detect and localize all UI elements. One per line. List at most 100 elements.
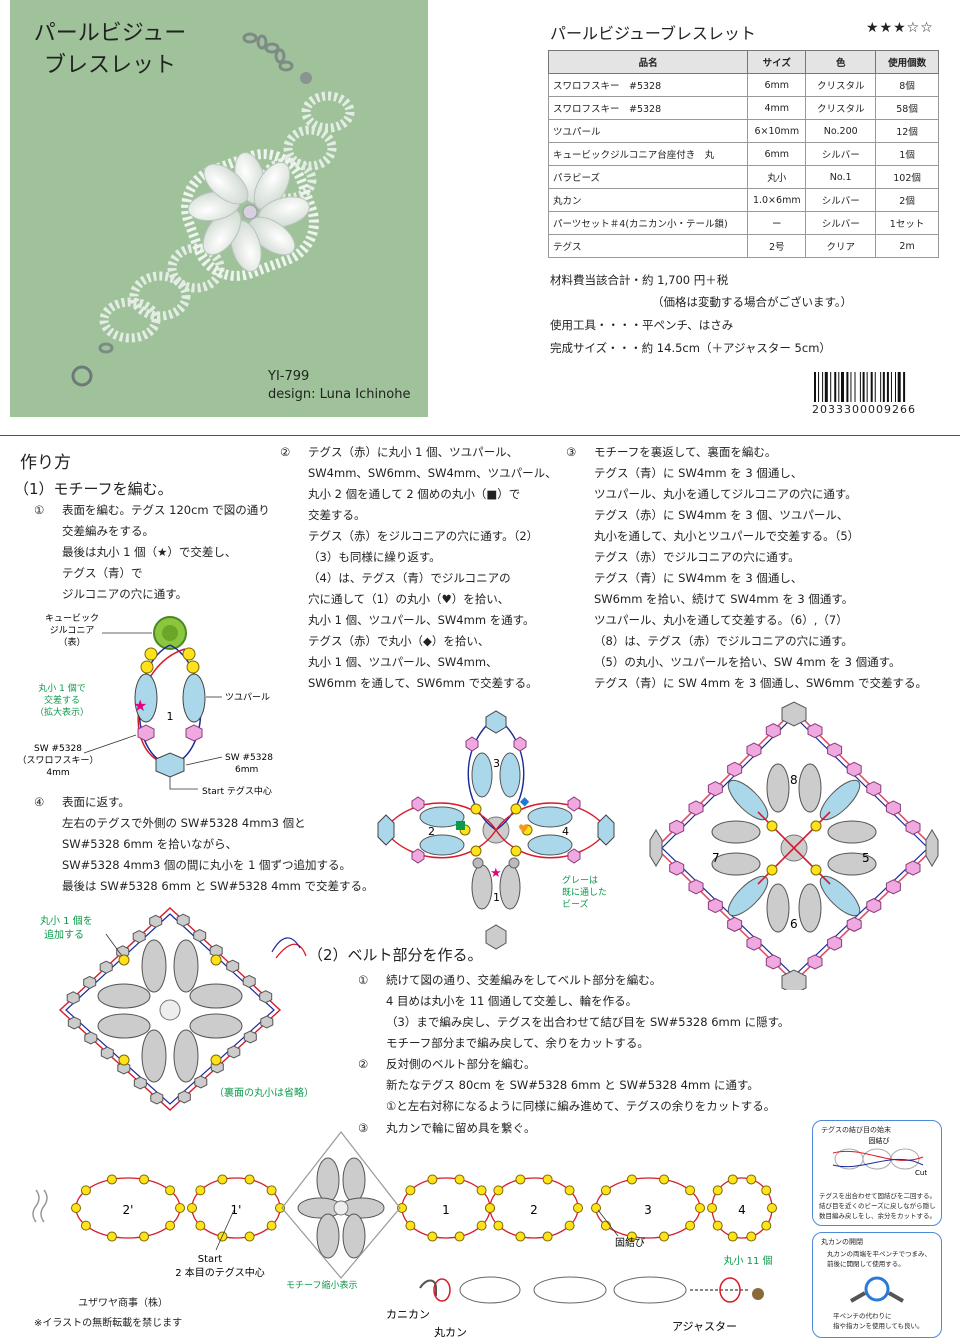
tip-ring-line: 平ペンチの代わりに bbox=[833, 1312, 892, 1320]
label-zirconia2: ジルコニア bbox=[50, 626, 95, 636]
cell-qty: 2m bbox=[875, 234, 939, 258]
step2-line: テグス（赤）に丸小 1 個、ツユパール、 bbox=[308, 445, 519, 459]
cell-size: 6mm bbox=[747, 73, 807, 97]
clasp-diagram: カニカン 丸カン アジャスター bbox=[386, 1276, 764, 1339]
label-zirconia: キュービック bbox=[45, 613, 99, 624]
belt-step1-text: 続けて図の通り、交差編みをしてベルト部分を編む。 4 目めは丸小を 11 個通し… bbox=[386, 970, 789, 1054]
adjuster-label: アジャスター bbox=[672, 1320, 737, 1333]
tip-knot-box: テグスの結び目の始末 固結び Cut テグスを出合わせて固結びを二回する。 結び… bbox=[812, 1120, 942, 1226]
cell-size: 2号 bbox=[747, 234, 807, 258]
step2-line: テグス（赤）をジルコニアの穴に通す。（2） bbox=[308, 529, 539, 543]
bracelet-photo-illustration bbox=[71, 32, 355, 387]
header-qty: 使用個数 bbox=[875, 50, 939, 74]
cell-color: クリア bbox=[805, 234, 877, 258]
step2-number: ② bbox=[280, 445, 291, 459]
step4-line: 表面に返す。 bbox=[62, 795, 130, 809]
diagram-step3: 8 7 5 6 bbox=[649, 701, 939, 990]
step2-line: （3）も同様に繰り返す。 bbox=[308, 550, 441, 564]
add-note1: 丸小 1 個を bbox=[40, 914, 93, 927]
cell-qty: 58個 bbox=[875, 96, 939, 120]
barcode-number: 2033300009266 bbox=[812, 403, 916, 416]
cell-item: ツユパール bbox=[547, 119, 749, 143]
belt-step1-line: モチーフ部分まで編み戻して、余りをカットする。 bbox=[386, 1036, 649, 1050]
tip-ring-line: 前後に開閉して使用する。 bbox=[827, 1260, 905, 1268]
knot-illustration: 固結び Cut bbox=[832, 1136, 927, 1177]
diamond-marker: ◆ bbox=[520, 794, 530, 808]
belt-loop-label: 1' bbox=[231, 1203, 242, 1217]
label-cross-note2: 交差する bbox=[44, 694, 80, 706]
cell-color: No.1 bbox=[805, 165, 877, 189]
label-sw-left3: 4mm bbox=[46, 768, 69, 778]
belt-loop-label: 2 bbox=[530, 1203, 538, 1217]
cell-color: シルバー bbox=[805, 188, 877, 212]
loop-number-2: 2 bbox=[428, 825, 435, 838]
designer-credit: design: Luna Ichinohe bbox=[268, 387, 411, 402]
tsuyu-pearl-left bbox=[134, 673, 158, 723]
loop-number: 1 bbox=[167, 710, 174, 723]
belt-step3-text: 丸カンで輪に留め具を繋ぐ。 bbox=[386, 1121, 536, 1135]
tip-knot-line: テグスを出合わせて固結びを二回する。 bbox=[819, 1192, 936, 1200]
step3-line: （8）は、テグス（赤）でジルコニアの穴に通す。 bbox=[594, 634, 853, 648]
belt-loop-label: 2' bbox=[123, 1203, 134, 1217]
gray-note1: グレーは bbox=[562, 874, 598, 886]
step3-line: テグス（青）に SW4mm を 3 個通し、 bbox=[594, 466, 803, 480]
step2-line: 交差する。 bbox=[308, 508, 366, 522]
cell-color: クリスタル bbox=[805, 73, 877, 97]
belt-step2-line: ①と左右対称になるように同様に編み進めて、テグスの余りをカットする。 bbox=[386, 1099, 776, 1113]
belt-step1-line: 4 目めは丸小を 11 個通して交差し、輪を作る。 bbox=[386, 994, 638, 1008]
step3-line: ツユパール、丸小を通してジルコニアの穴に通す。 bbox=[594, 487, 857, 501]
belt-start-label2: 2 本目のテグス中心 bbox=[175, 1266, 265, 1279]
header-color: 色 bbox=[805, 50, 877, 74]
cell-size: 1.0×6mm bbox=[747, 188, 807, 212]
step3-number: ③ bbox=[566, 445, 577, 459]
step2-line: （4）は、テグス（青）でジルコニアの bbox=[308, 571, 511, 585]
step3-line: SW6mm を拾い、続けて SW4mm を 3 個通す。 bbox=[594, 592, 854, 606]
copyright-notice: ※イラストの無断転載を禁じます bbox=[34, 1318, 183, 1329]
loop-number-4: 4 bbox=[562, 825, 569, 838]
tip-ring-text-top: 丸カンの両端を平ペンチでつまみ、 前後に開閉して使用する。 bbox=[827, 1249, 931, 1269]
photo-title-line1: パールビジュー bbox=[33, 21, 187, 46]
loop-number-8: 8 bbox=[790, 773, 798, 787]
materials-header-row: 品名 サイズ 色 使用個数 bbox=[547, 50, 939, 74]
tip-knot-line: 結び目を近くのビーズに戻しながら隠し bbox=[819, 1202, 936, 1210]
step4-line: SW#5328 4mm3 個の間に丸小を 1 個ずつ追加する。 bbox=[62, 858, 352, 872]
step1-line: 表面を編む。テグス 120cm で図の通り bbox=[62, 503, 270, 517]
step4-number: ④ bbox=[34, 795, 45, 809]
cost-note: （価格は変動する場合がございます。） bbox=[652, 295, 853, 309]
tools: 使用工具・・・・平ペンチ、はさみ bbox=[550, 318, 734, 332]
belt-loop-label: 3 bbox=[644, 1203, 652, 1217]
tip-knot-line: 数目編み戻しをし、余分をカットする。 bbox=[819, 1212, 936, 1220]
photo-title: パールビジュー ブレスレット bbox=[10, 18, 210, 82]
step1-number: ① bbox=[34, 503, 45, 517]
tip-ring-text-bottom: 平ペンチの代わりに 指や指カンを使用しても良い。 bbox=[833, 1311, 923, 1331]
sw6mm-start bbox=[155, 752, 185, 778]
step2-line: SW6mm を通して、SW6mm で交差する。 bbox=[308, 676, 538, 690]
step3-line: （5）の丸小、ツユパールを拾い、SW 4mm を 3 個通す。 bbox=[594, 655, 901, 669]
step2-line: 丸小 2 個を通して 2 個めの丸小（■）で bbox=[308, 487, 521, 501]
cell-size: ー bbox=[747, 211, 807, 235]
belt-start-label: Start bbox=[198, 1254, 223, 1265]
cell-item: パーツセット＃4(カニカン小・テール鎖) bbox=[547, 211, 749, 235]
loop-number-6: 6 bbox=[790, 917, 798, 931]
step3-line: テグス（青）に SW 4mm を 3 個通し、SW6mm で交差する。 bbox=[594, 676, 928, 690]
header-size: サイズ bbox=[747, 50, 807, 74]
photo-title-line2: ブレスレット bbox=[43, 53, 176, 78]
step2-line: SW4mm、SW6mm、SW4mm、ツユパール、 bbox=[308, 466, 557, 480]
step4-line: 左右のテグスで外側の SW#5328 4mm3 個と bbox=[62, 816, 306, 830]
finished-size: 完成サイズ・・・約 14.5cm（＋アジャスター 5cm） bbox=[550, 341, 831, 355]
step3-line: テグス（青）に SW4mm を 3 個通し、 bbox=[594, 571, 803, 585]
add-note2: 追加する bbox=[44, 928, 84, 941]
label-sw-right1: SW #5328 bbox=[225, 753, 273, 763]
step3-line: ツユパール、丸小を通して交差する。（6）,（7） bbox=[594, 613, 848, 627]
tip-ring-title: 丸カンの開閉 bbox=[821, 1238, 863, 1246]
label-sw-right2: 6mm bbox=[235, 765, 258, 775]
